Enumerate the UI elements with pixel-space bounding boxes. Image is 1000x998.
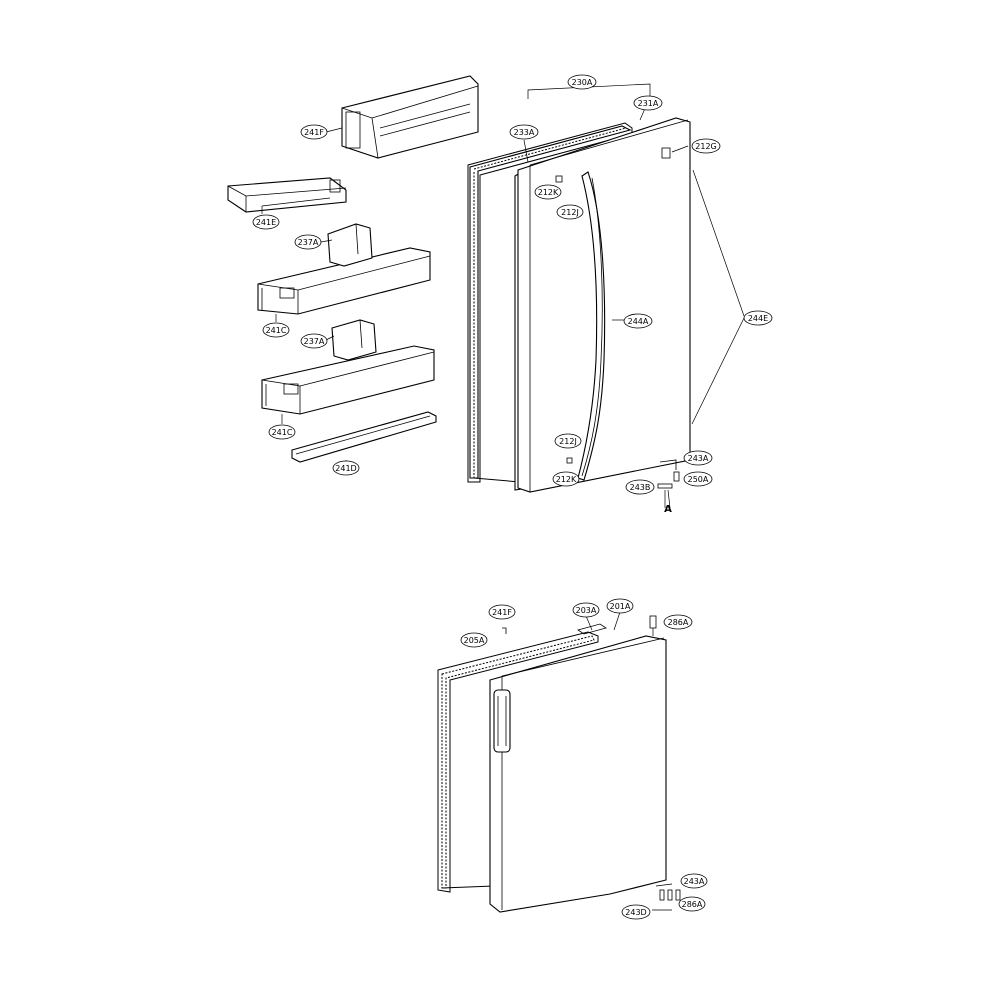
svg-text:212K: 212K — [556, 475, 577, 484]
callout-241D: 241D — [332, 460, 360, 476]
upper-callouts: 230A 231A 233A 212G 212K 212J 244A 244E — [252, 74, 773, 515]
door-gasket-233A — [467, 122, 633, 483]
hinge-cap-212G — [661, 147, 671, 159]
svg-text:286A: 286A — [668, 618, 689, 627]
svg-text:230A: 230A — [572, 78, 593, 87]
lower-callouts: 241F 205A 203A 201A 286A 243A — [460, 598, 708, 920]
callout-243A: 243A — [683, 450, 713, 466]
hinge-pin-250A — [673, 471, 680, 482]
svg-text:212G: 212G — [695, 142, 716, 151]
svg-text:237A: 237A — [298, 238, 319, 247]
callout-212J-bottom: 212J — [554, 433, 582, 449]
door-shelf-241C-top — [257, 223, 431, 315]
marker-A: A — [664, 504, 672, 515]
svg-text:231A: 231A — [638, 99, 659, 108]
svg-text:212J: 212J — [561, 208, 579, 217]
callout-241E: 241E — [252, 214, 280, 230]
svg-text:237A: 237A — [304, 337, 325, 346]
freezer-door-handle — [493, 689, 511, 753]
callout-241C-bottom: 241C — [268, 424, 296, 440]
callout-244A: 244A — [623, 313, 653, 329]
svg-text:241D: 241D — [335, 464, 356, 473]
callout-243B: 243B — [625, 479, 655, 495]
leader-244E — [692, 169, 745, 317]
screw-cap-212K-bottom — [566, 457, 573, 464]
callout-243D: 243D — [621, 904, 651, 920]
callout-237A-bottom: 237A — [300, 333, 328, 349]
svg-text:205A: 205A — [464, 636, 485, 645]
svg-text:241E: 241E — [256, 218, 276, 227]
svg-text:243A: 243A — [684, 877, 705, 886]
screw-cap-212K-top — [555, 175, 563, 183]
callout-201A: 201A — [606, 598, 634, 614]
svg-text:250A: 250A — [688, 475, 709, 484]
svg-text:241F: 241F — [492, 608, 512, 617]
door-gasket-205A — [437, 623, 607, 893]
svg-text:243B: 243B — [630, 483, 651, 492]
callout-212K-top: 212K — [534, 184, 562, 200]
callout-241C-top: 241C — [262, 322, 290, 338]
svg-text:201A: 201A — [610, 602, 631, 611]
door-panel-231A — [517, 117, 691, 509]
lower-door-assembly: 241F 205A 203A 201A 286A 243A — [437, 598, 708, 920]
callout-212G: 212G — [691, 138, 721, 154]
svg-text:244A: 244A — [628, 317, 649, 326]
callout-241F: 241F — [300, 124, 328, 140]
shelf-rail-241D — [291, 411, 437, 463]
shelf-divider-237A-top — [327, 223, 373, 267]
svg-text:212K: 212K — [538, 188, 559, 197]
hinge-cap-286A-top — [649, 615, 657, 629]
svg-text:203A: 203A — [576, 606, 597, 615]
svg-text:241C: 241C — [266, 326, 287, 335]
callout-205A: 205A — [460, 632, 488, 648]
svg-text:241F: 241F — [304, 128, 324, 137]
callout-250A: 250A — [683, 471, 713, 487]
door-shelf-241C-bottom — [261, 319, 435, 415]
callout-233A: 233A — [509, 124, 539, 140]
svg-text:243A: 243A — [688, 454, 709, 463]
shelf-divider-237A-bottom — [331, 319, 377, 361]
svg-text:A: A — [664, 504, 672, 515]
callout-231A: 231A — [633, 95, 663, 111]
callout-237A-top: 237A — [294, 234, 322, 250]
svg-text:212J: 212J — [559, 437, 577, 446]
svg-text:241C: 241C — [272, 428, 293, 437]
callout-212K-bottom: 212K — [552, 471, 580, 487]
svg-text:233A: 233A — [514, 128, 535, 137]
svg-text:244E: 244E — [748, 314, 768, 323]
callout-230A: 230A — [567, 74, 597, 90]
hinge-bracket-243B — [657, 483, 673, 489]
dairy-bin-241F — [341, 75, 479, 159]
svg-text:286A: 286A — [682, 900, 703, 909]
callout-286A-top: 286A — [663, 614, 693, 630]
door-handle-244A — [577, 171, 606, 481]
callout-286A-bottom: 286A — [678, 896, 706, 912]
svg-text:243D: 243D — [625, 908, 646, 917]
callout-203A: 203A — [572, 602, 600, 618]
callout-212J-top: 212J — [556, 204, 584, 220]
door-panel-201A — [489, 611, 681, 913]
upper-door-assembly — [227, 75, 745, 509]
callout-244E: 244E — [743, 310, 773, 326]
callout-241F-lower: 241F — [488, 604, 516, 620]
callout-243A-lower: 243A — [680, 873, 708, 889]
egg-tray-241E — [227, 177, 347, 213]
